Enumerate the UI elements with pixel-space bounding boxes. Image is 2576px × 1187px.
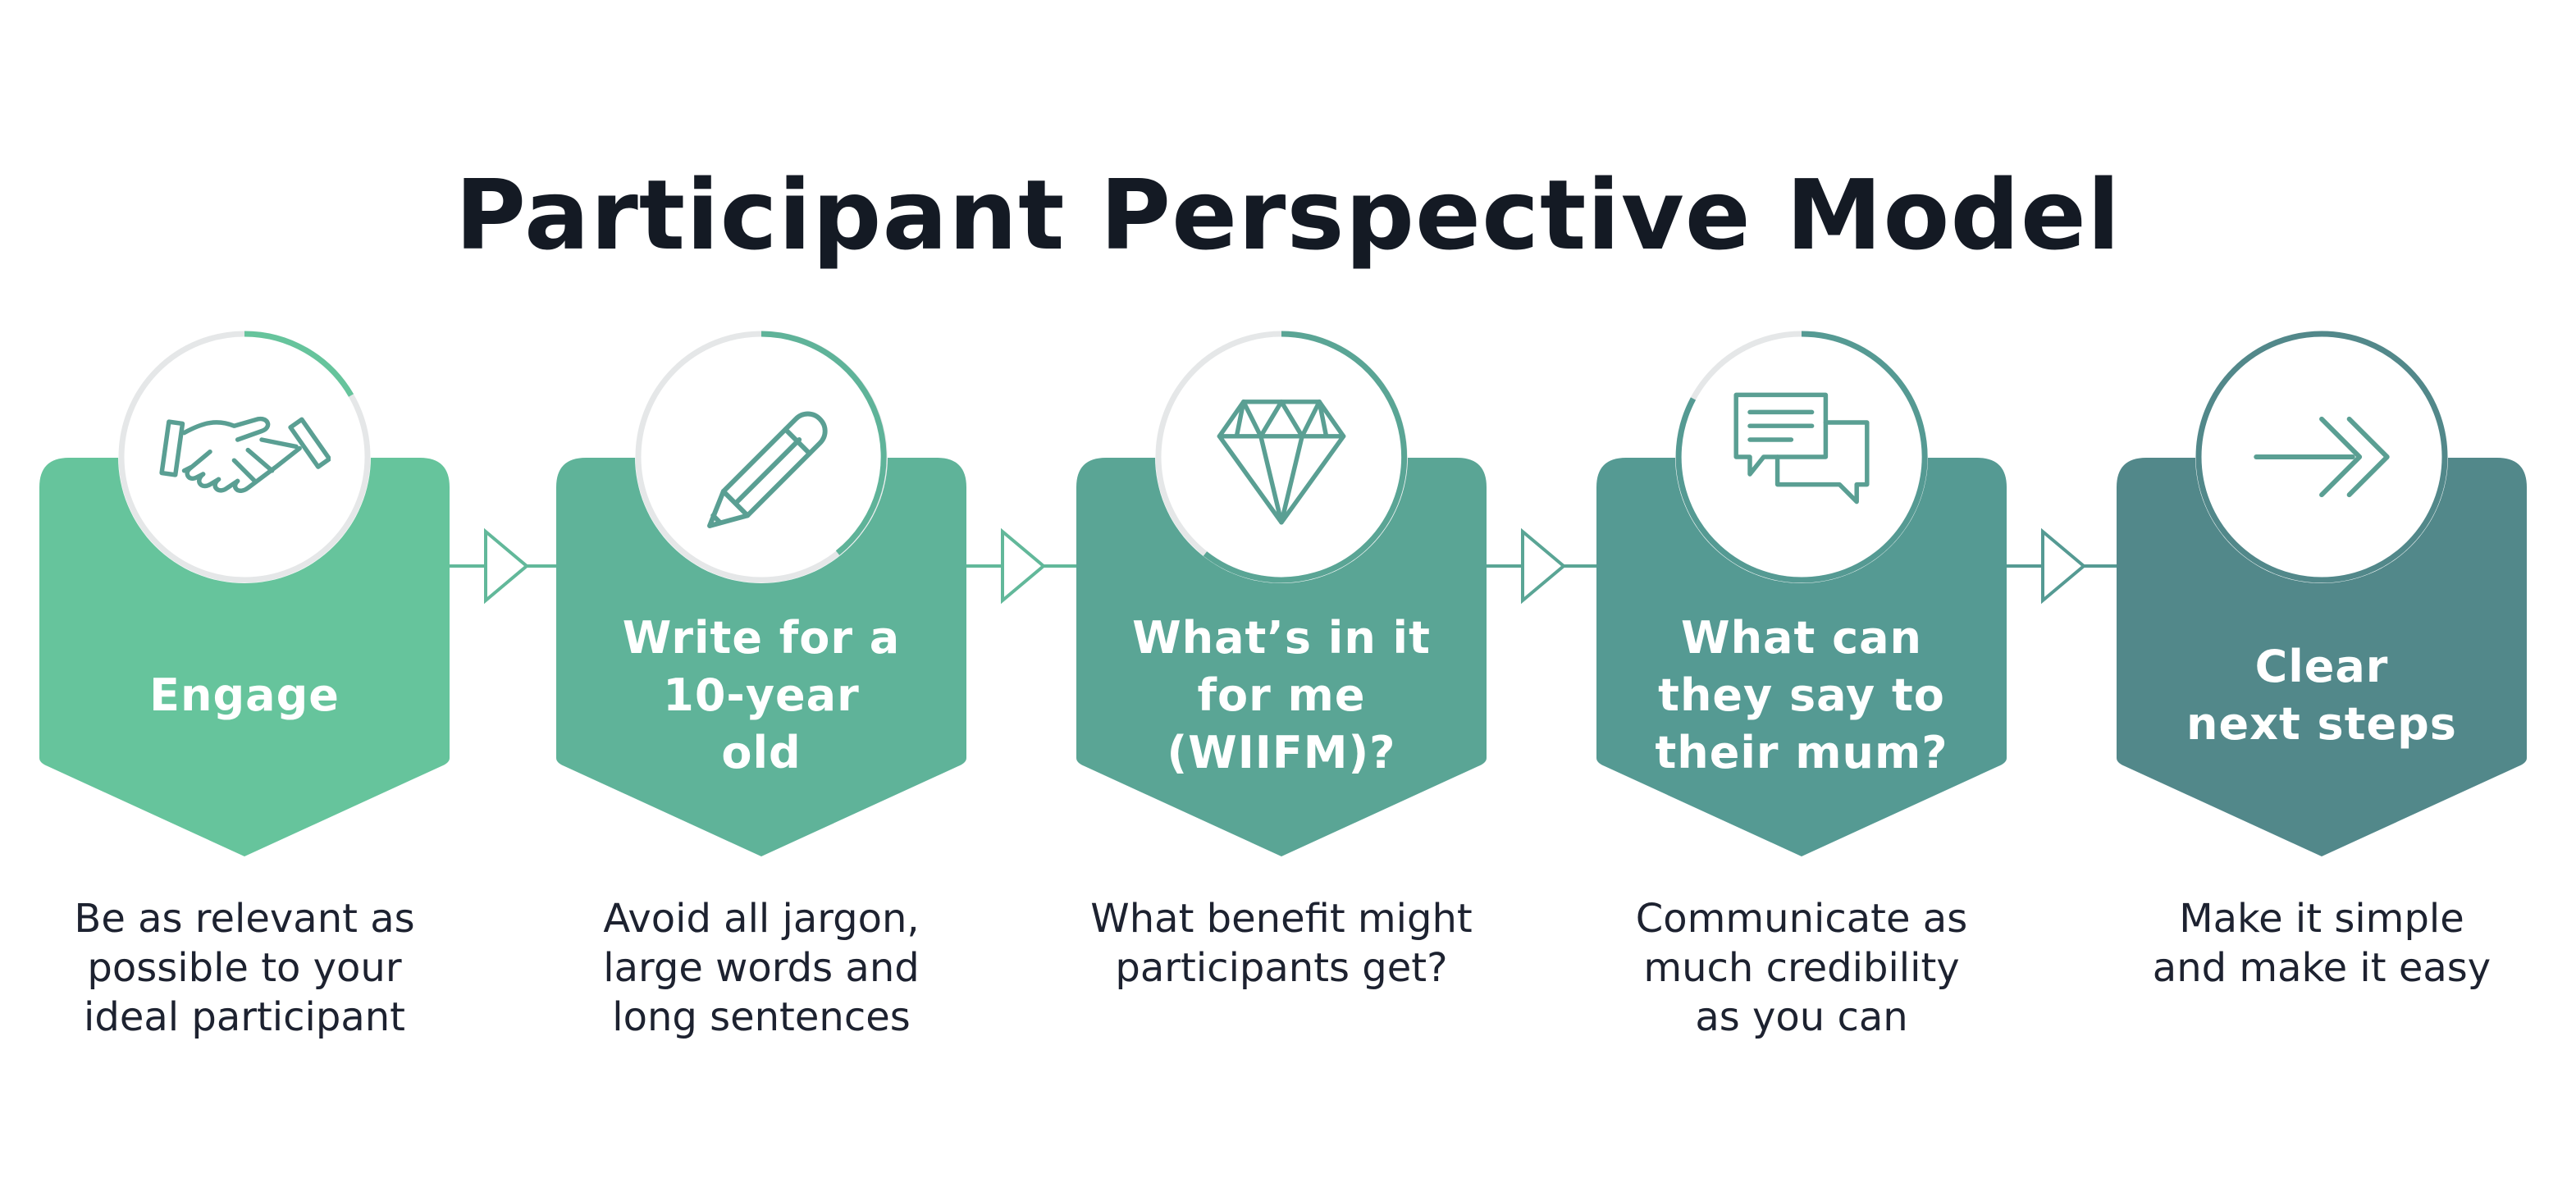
step-description: Make it simple and make it easy xyxy=(2152,896,2492,991)
diamond-icon xyxy=(1217,399,1346,525)
step-say-to-their-mum: What can they say to their mum? Communic… xyxy=(1596,328,2007,1050)
step-clear-next-steps: Clear next steps Make it simple and make… xyxy=(2117,328,2527,1050)
step-description: Communicate as much credibility as you c… xyxy=(1635,896,1968,1040)
step-write-for-10-year-old: Write for a 10-year old Avoid all jargon… xyxy=(556,328,966,1050)
step-description: What benefit might participants get? xyxy=(1090,896,1473,991)
step-label: Engage xyxy=(149,669,340,721)
step-label: What’s in it for me (WIIFM)? xyxy=(1132,612,1431,778)
step-shape xyxy=(2117,458,2527,856)
step-shape xyxy=(1076,458,1487,856)
pencil-icon xyxy=(707,411,828,528)
step-description: Avoid all jargon, large words and long s… xyxy=(603,896,920,1040)
handshake-icon xyxy=(159,416,331,493)
step-engage: Engage Be as relevant as possible to you… xyxy=(39,328,450,1050)
step-label: Clear next steps xyxy=(2186,641,2457,750)
icon-ring xyxy=(1155,331,1408,583)
step-description: Be as relevant as possible to your ideal… xyxy=(74,896,415,1040)
step-shape xyxy=(556,458,966,856)
step-wiifm: What’s in it for me (WIIFM)? What benefi… xyxy=(1076,328,1487,1050)
step-label: What can they say to their mum? xyxy=(1655,612,1948,778)
double-arrow-icon xyxy=(2254,416,2390,498)
icon-ring xyxy=(118,331,371,583)
step-shape xyxy=(39,458,450,856)
step-shape xyxy=(1596,458,2007,856)
page-title: Participant Perspective Model xyxy=(454,158,2122,272)
speech-bubbles-icon xyxy=(1733,392,1870,504)
connector-3-4 xyxy=(1483,527,1600,605)
connector-1-2 xyxy=(447,527,558,605)
step-label: Write for a 10-year old xyxy=(622,612,901,778)
connector-2-3 xyxy=(964,527,1078,605)
icon-ring xyxy=(635,331,888,583)
connector-4-5 xyxy=(2004,527,2118,605)
